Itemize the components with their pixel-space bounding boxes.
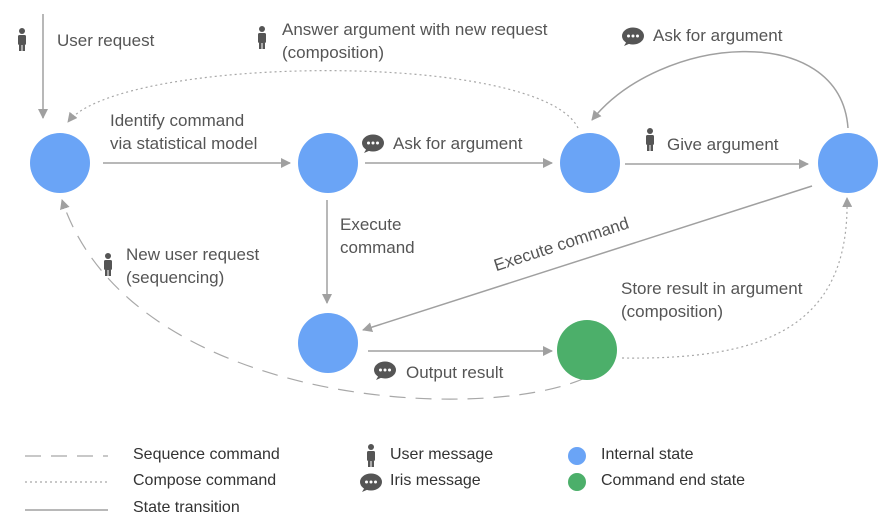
state-node-awaiting-argument [560, 133, 620, 193]
label-identify-command: Identify command via statistical model [110, 111, 258, 153]
speech-bubble-icon [374, 361, 396, 380]
speech-bubble-icon [622, 27, 644, 46]
speech-bubble-icon [360, 473, 382, 492]
legend-compose-command: Compose command [133, 472, 277, 489]
edge-sequence-new-request [60, 199, 586, 400]
state-node-start [30, 133, 90, 193]
legend-state-transition: State transition [133, 499, 240, 516]
label-give-argument: Give argument [667, 135, 779, 154]
edge-compose-store [621, 197, 853, 359]
person-icon [646, 128, 654, 151]
state-node-argument-given [818, 133, 878, 193]
label-execute-command-vertical: Execute command [340, 215, 415, 257]
person-icon [104, 253, 112, 276]
label-ask-argument-top: Ask for argument [653, 26, 783, 45]
state-node-end [557, 320, 617, 380]
legend-internal-state-dot [568, 447, 586, 465]
label-ask-argument-mid: Ask for argument [393, 134, 523, 153]
legend-user-message: User message [390, 446, 494, 463]
legend-sequence-command: Sequence command [133, 446, 280, 463]
person-icon [18, 28, 26, 51]
person-icon [258, 26, 266, 49]
speech-bubble-icon [362, 134, 384, 153]
legend-end-state-dot [568, 473, 586, 491]
edge-ask-argument-loop [591, 50, 849, 129]
label-user-request: User request [57, 31, 155, 50]
state-node-executed [298, 313, 358, 373]
legend-internal-state: Internal state [601, 446, 694, 463]
label-new-user-request: New user request (sequencing) [126, 245, 260, 287]
legend-iris-message: Iris message [390, 472, 481, 489]
label-answer-argument: Answer argument with new request (compos… [282, 20, 548, 62]
label-output-result: Output result [406, 363, 504, 382]
label-store-result: Store result in argument (composition) [621, 279, 803, 321]
person-icon [367, 444, 375, 467]
edge-execute-diagonal [362, 185, 813, 333]
state-node-identified [298, 133, 358, 193]
legend-command-end-state: Command end state [601, 472, 746, 489]
